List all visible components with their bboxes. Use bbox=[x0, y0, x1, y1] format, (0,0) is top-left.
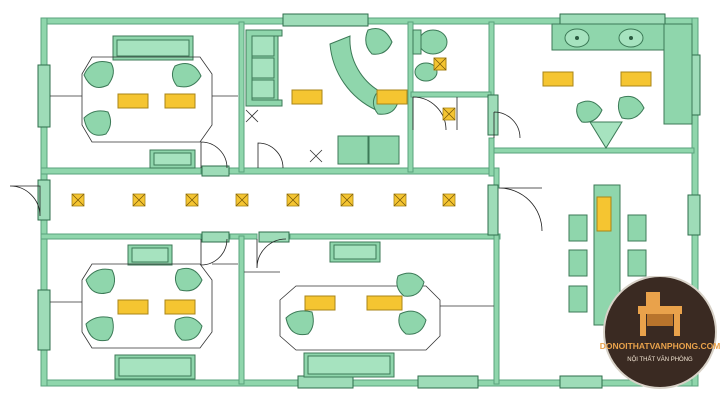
lounge-room bbox=[245, 28, 408, 165]
ceiling-light-5 bbox=[286, 193, 300, 207]
office-room-bottom-left bbox=[50, 244, 238, 380]
brand-tagline: NỘI THẤT VĂN PHÒNG bbox=[627, 356, 693, 363]
ceiling-light-7 bbox=[393, 193, 407, 207]
brand-logo: DONOITHATVANPHONG.COM NỘI THẤT VĂN PHÒNG bbox=[600, 276, 720, 389]
brand-name: DONOITHATVANPHONG.COM bbox=[600, 341, 720, 351]
ceiling-light-6 bbox=[340, 193, 354, 207]
ceiling-light-8 bbox=[442, 193, 456, 207]
toilet-room bbox=[412, 29, 448, 82]
ceiling-light-2 bbox=[132, 193, 146, 207]
ceiling-light-9 bbox=[442, 107, 456, 121]
doors bbox=[9, 96, 543, 269]
ceiling-light-3 bbox=[185, 193, 199, 207]
ceiling-light-1 bbox=[71, 193, 85, 207]
office-room-top-right bbox=[542, 23, 693, 149]
ceiling-light-4 bbox=[235, 193, 249, 207]
office-room-top-left bbox=[50, 35, 238, 169]
corridor-lights bbox=[71, 107, 456, 207]
office-room-bottom-middle bbox=[244, 241, 494, 378]
desk-logo-icon bbox=[638, 292, 682, 336]
interior-walls bbox=[40, 21, 695, 385]
